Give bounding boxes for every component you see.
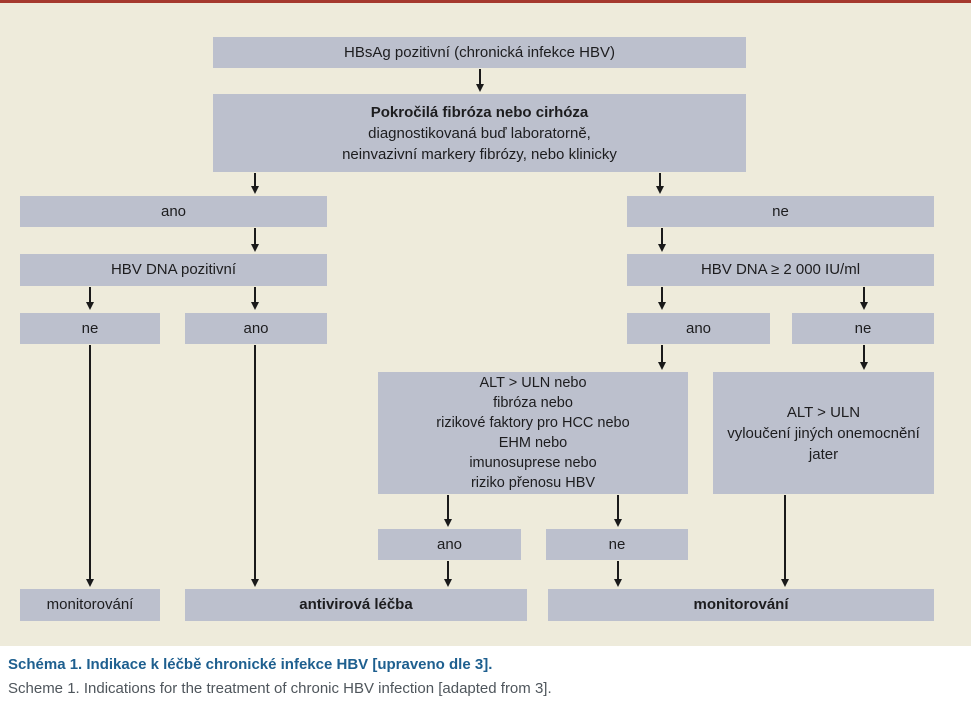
arrow-down bbox=[254, 173, 256, 186]
node-hbsag-positive: HBsAg pozitivní (chronická infekce HBV) bbox=[213, 37, 746, 68]
figure-caption-czech: Schéma 1. Indikace k léčbě chronické inf… bbox=[8, 656, 493, 673]
arrow-down-long bbox=[784, 495, 786, 579]
arrow-down bbox=[479, 69, 481, 84]
alt-line: ALT > ULN bbox=[786, 403, 861, 421]
node-monitoring-left: monitorování bbox=[20, 589, 160, 621]
criteria-line: ALT > ULN nebo bbox=[479, 375, 587, 391]
alt-line: vyloučení jiných onemocnění bbox=[727, 424, 920, 442]
flowchart-panel: HBsAg pozitivní (chronická infekce HBV) … bbox=[0, 0, 971, 646]
arrow-down bbox=[447, 495, 449, 519]
arrow-down bbox=[617, 561, 619, 579]
node-yes-left-sub: ano bbox=[185, 313, 327, 344]
node-alt-uln-exclusion: ALT > ULN vyloučení jiných onemocnění ja… bbox=[713, 372, 934, 494]
node-advanced-fibrosis-line3: neinvazivní markery fibrózy, nebo klinic… bbox=[342, 145, 617, 163]
node-no-mid: ne bbox=[546, 529, 688, 560]
arrow-down bbox=[447, 561, 449, 579]
arrow-down bbox=[863, 345, 865, 362]
node-yes-mid: ano bbox=[378, 529, 521, 560]
node-no-right-sub: ne bbox=[792, 313, 934, 344]
node-monitoring-right: monitorování bbox=[548, 589, 934, 621]
arrow-down bbox=[659, 173, 661, 186]
node-hbv-dna-positive: HBV DNA pozitivní bbox=[20, 254, 327, 286]
node-yes-right-sub: ano bbox=[627, 313, 770, 344]
node-advanced-fibrosis: Pokročilá fibróza nebo cirhóza diagnosti… bbox=[213, 94, 746, 172]
arrow-down bbox=[254, 228, 256, 244]
top-divider-rule bbox=[0, 0, 971, 3]
arrow-down bbox=[661, 228, 663, 244]
arrow-down bbox=[661, 287, 663, 302]
arrow-down bbox=[617, 495, 619, 519]
criteria-line: fibróza nebo bbox=[493, 395, 573, 411]
node-yes-left: ano bbox=[20, 196, 327, 227]
node-advanced-fibrosis-line2: diagnostikovaná buď laboratorně, bbox=[368, 124, 591, 142]
arrow-down bbox=[254, 287, 256, 302]
node-advanced-fibrosis-title: Pokročilá fibróza nebo cirhóza bbox=[370, 103, 589, 121]
node-no-right: ne bbox=[627, 196, 934, 227]
criteria-line: imunosuprese nebo bbox=[469, 455, 597, 471]
arrow-down-long bbox=[254, 345, 256, 579]
arrow-down-long bbox=[89, 345, 91, 579]
alt-line: jater bbox=[808, 445, 839, 463]
arrow-down bbox=[661, 345, 663, 362]
figure-caption-english: Scheme 1. Indications for the treatment … bbox=[8, 680, 552, 697]
criteria-line: riziko přenosu HBV bbox=[470, 475, 596, 491]
arrow-down bbox=[863, 287, 865, 302]
node-antiviral-treatment: antivirová léčba bbox=[185, 589, 527, 621]
node-treatment-criteria: ALT > ULN nebo fibróza nebo rizikové fak… bbox=[378, 372, 688, 494]
arrow-down bbox=[89, 287, 91, 302]
node-hbv-dna-threshold: HBV DNA ≥ 2 000 IU/ml bbox=[627, 254, 934, 286]
node-no-left-sub: ne bbox=[20, 313, 160, 344]
criteria-line: rizikové faktory pro HCC nebo bbox=[436, 415, 630, 431]
criteria-line: EHM nebo bbox=[498, 435, 568, 451]
